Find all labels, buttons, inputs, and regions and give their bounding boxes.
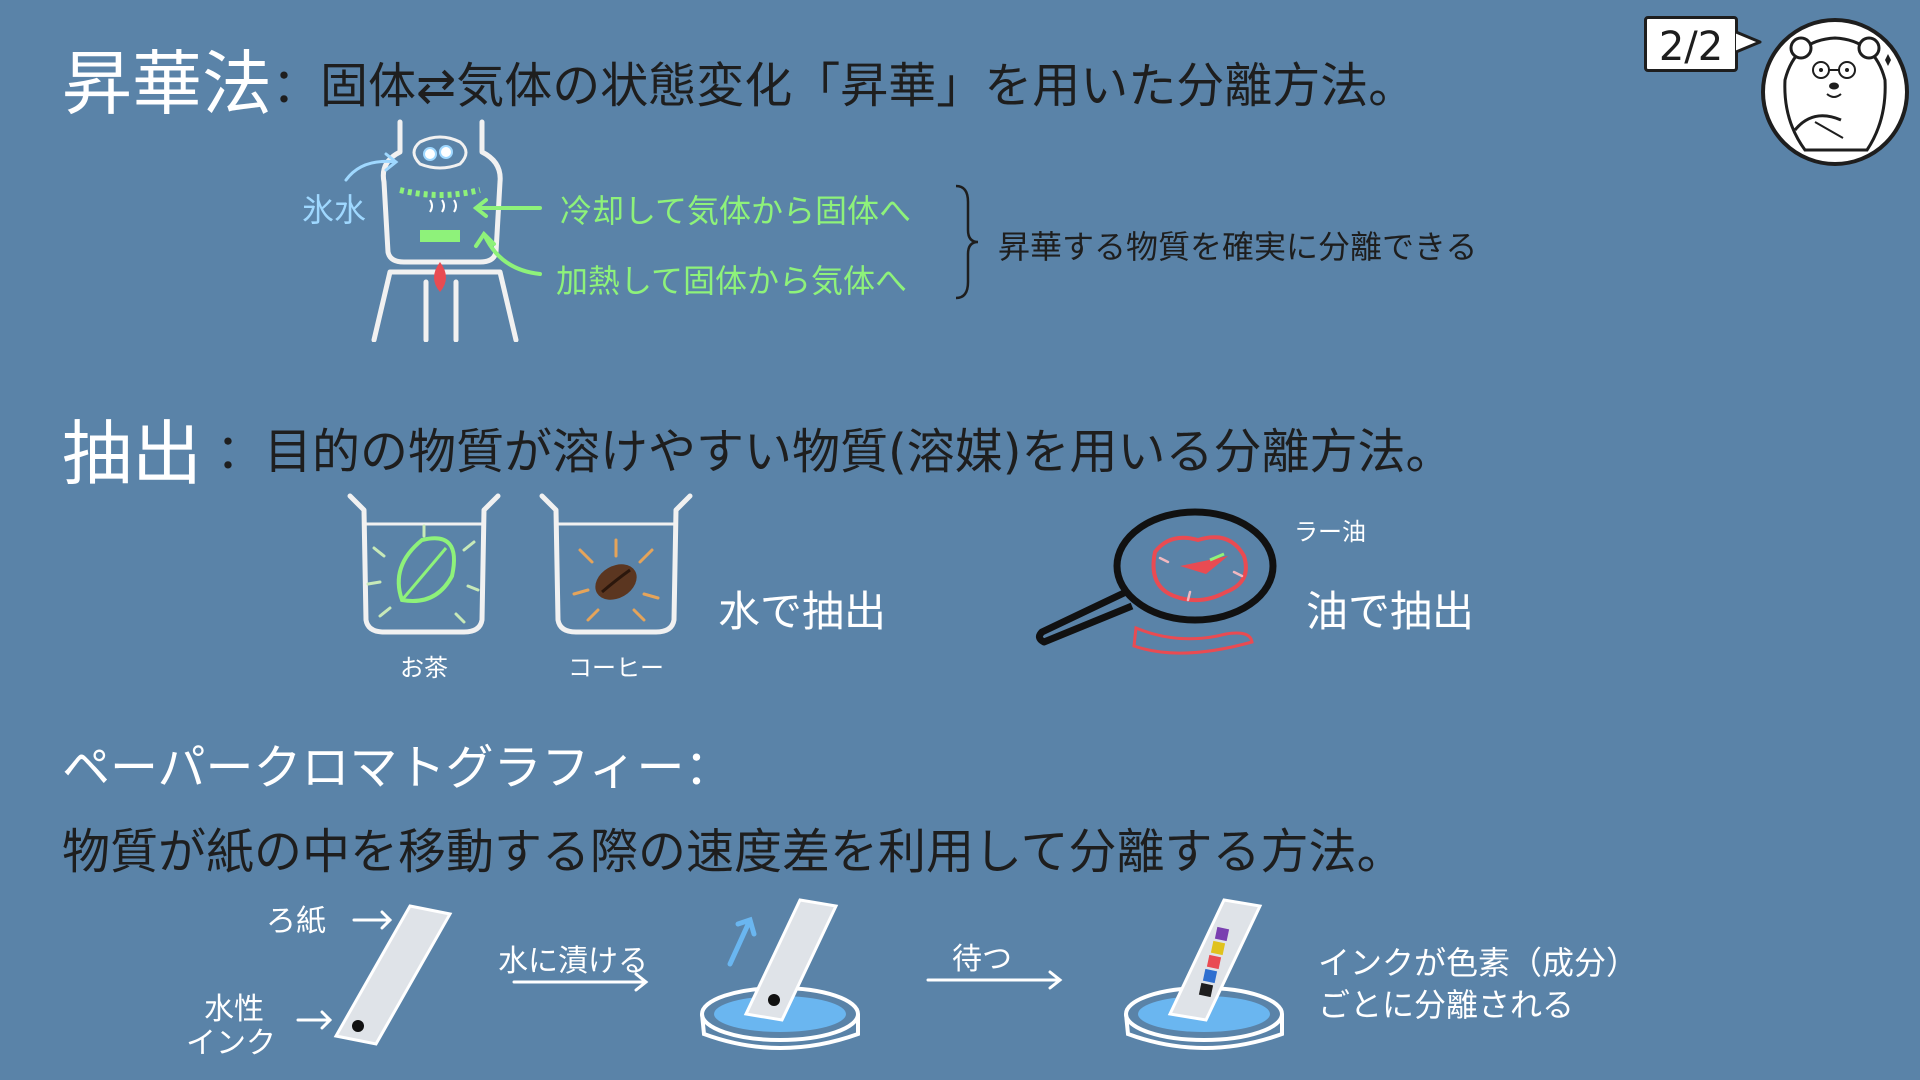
- coffee-beaker: [539, 493, 693, 635]
- dip-label: 水に漬ける: [498, 944, 648, 979]
- dipped-paper-dish: [700, 898, 860, 1050]
- curly-brace-icon: [955, 184, 979, 300]
- speech-tail-icon: [1736, 30, 1762, 54]
- ink-arrow-icon: [296, 1010, 333, 1030]
- result-label-1: インクが色素（成分）: [1318, 944, 1639, 982]
- extraction-term: 抽出: [62, 413, 202, 495]
- coffee-label: コーヒー: [568, 654, 664, 682]
- tea-beaker: [347, 493, 501, 635]
- cooling-label: 冷却して気体から固体へ: [560, 192, 912, 230]
- cooling-arrow-icon: [472, 198, 542, 218]
- frying-pan: [1035, 508, 1277, 655]
- water-ink-label-2: インク: [186, 1026, 276, 1061]
- heating-label: 加熱して固体から気体へ: [556, 262, 908, 300]
- chromatography-definition: 物質が紙の中を移動する際の速度差を利用して分離する方法。: [62, 824, 1405, 880]
- polar-bear-mascot-icon: [1761, 18, 1909, 166]
- heating-arrow-icon: [474, 230, 542, 276]
- extraction-definition: ：目的の物質が溶けやすい物質(溶媒)を用いる分離方法。: [216, 424, 1454, 480]
- sublimation-apparatus: [371, 119, 519, 342]
- filter-paper-label: ろ紙: [266, 904, 326, 939]
- chili-oil-label: ラー油: [1294, 518, 1366, 546]
- page-indicator: 2/2: [1644, 16, 1738, 72]
- dip-arrow-icon: [512, 972, 649, 992]
- sublimation-term: 昇華法: [62, 43, 272, 125]
- sublimation-summary: 昇華する物質を確実に分離できる: [998, 228, 1478, 266]
- filter-paper-arrow-icon: [352, 910, 393, 930]
- water-ink-label-1: 水性: [204, 992, 264, 1027]
- tea-label: お茶: [400, 654, 448, 682]
- ice-water-arrow-icon: [344, 152, 399, 182]
- oil-extract-label: 油で抽出: [1306, 587, 1475, 636]
- water-extract-label: 水で抽出: [718, 587, 887, 636]
- separated-paper-dish: [1124, 898, 1284, 1050]
- chromatography-term: ペーパークロマトグラフィー：: [62, 740, 733, 796]
- wait-arrow-icon: [926, 970, 1063, 990]
- ice-water-label: 氷水: [302, 191, 367, 229]
- sublimation-definition: ：固体⇄気体の状態変化「昇華」を用いた分離方法。: [272, 58, 1417, 114]
- wait-label: 待つ: [952, 942, 1012, 977]
- result-label-2: ごとに分離される: [1318, 986, 1575, 1024]
- filter-paper-strip: [333, 904, 453, 1046]
